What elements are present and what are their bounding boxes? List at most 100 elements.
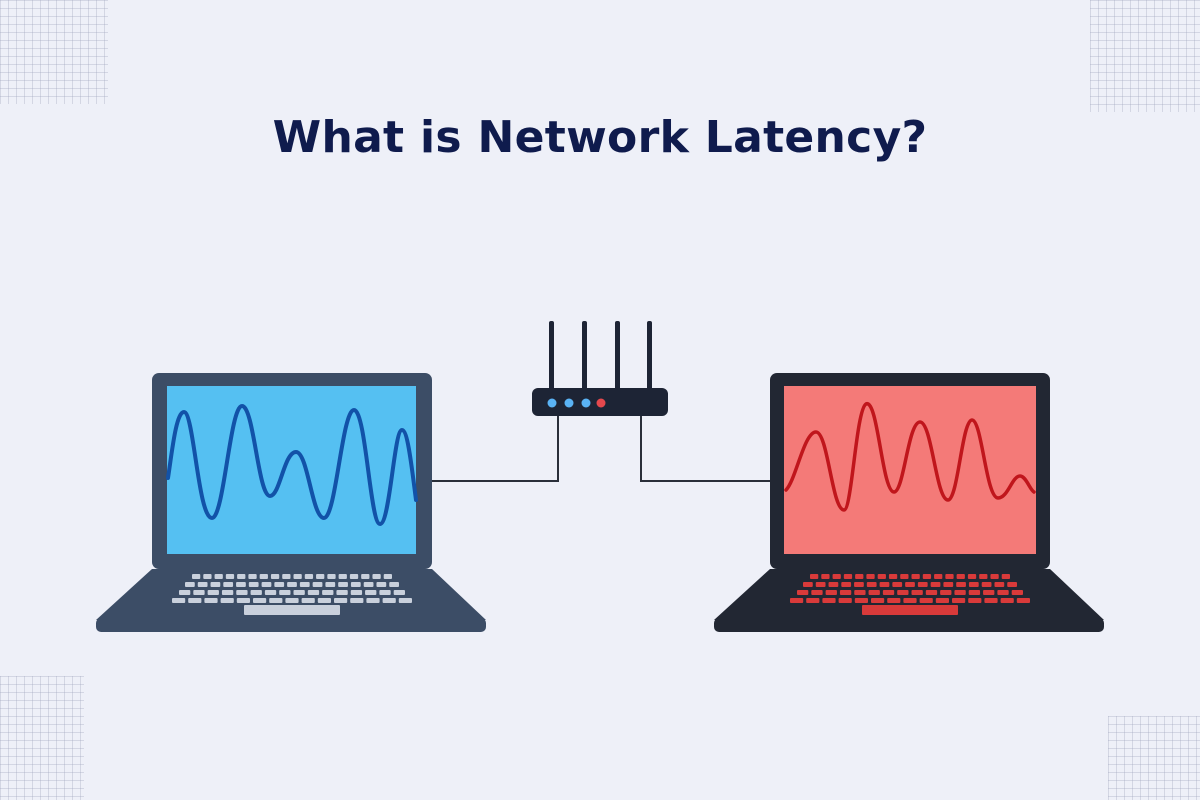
keyboard-key	[828, 582, 839, 587]
keyboard-key	[236, 590, 248, 595]
keyboard-key	[981, 582, 992, 587]
keyboard-key	[274, 582, 285, 587]
keyboard-key	[188, 598, 202, 603]
keyboard-key	[821, 574, 830, 579]
keyboard-key	[382, 598, 396, 603]
right-laptop-base	[714, 569, 1104, 620]
keyboard-key	[221, 590, 234, 595]
keyboard-key	[350, 598, 364, 603]
keyboard-key	[841, 582, 852, 587]
keyboard-key	[871, 598, 885, 603]
keyboard-key	[398, 598, 412, 603]
keyboard-key	[990, 574, 999, 579]
keyboard-key	[197, 582, 208, 587]
keyboard-key	[207, 590, 219, 595]
keyboard-key	[882, 590, 895, 595]
left-laptop-base	[96, 569, 486, 620]
keyboard-key	[1011, 590, 1023, 595]
left-laptop-keyboard	[172, 574, 412, 615]
keyboard-key	[815, 582, 826, 587]
keyboard-key	[372, 574, 381, 579]
keyboard-key	[237, 574, 246, 579]
left-cable	[430, 412, 559, 482]
right-signal-wave	[784, 402, 1036, 512]
keyboard-key	[261, 582, 272, 587]
keyboard-key	[825, 590, 837, 595]
keyboard-key	[185, 582, 195, 587]
keyboard-key	[934, 574, 943, 579]
keyboard-key	[887, 598, 901, 603]
router-antenna	[615, 321, 620, 391]
keyboard-key	[338, 574, 347, 579]
grid-decoration-top-right	[1090, 0, 1200, 112]
keyboard-key	[270, 574, 280, 579]
keyboard-key	[393, 590, 405, 595]
keyboard-key	[172, 598, 186, 603]
keyboard-key	[1016, 598, 1030, 603]
keyboard-key	[293, 590, 305, 595]
keyboard-key	[236, 582, 246, 587]
keyboard-key	[854, 590, 866, 595]
keyboard-key	[806, 598, 820, 603]
keyboard-key	[790, 598, 804, 603]
keyboard-key	[192, 574, 201, 579]
keyboard-key	[304, 574, 314, 579]
keyboard-key	[312, 582, 323, 587]
page-title: What is Network Latency?	[272, 112, 928, 163]
keyboard-key	[322, 590, 334, 595]
keyboard-key	[922, 574, 932, 579]
keyboard-key	[877, 574, 886, 579]
keyboard-key	[203, 574, 212, 579]
keyboard-key	[285, 598, 299, 603]
right-laptop-screen	[784, 386, 1036, 554]
router-icon	[532, 321, 668, 416]
keyboard-key	[366, 598, 380, 603]
grid-decoration-bottom-left	[0, 676, 84, 800]
trackpad	[862, 605, 958, 615]
keyboard-key	[325, 582, 336, 587]
keyboard-key	[282, 574, 291, 579]
keyboard-key	[338, 582, 348, 587]
keyboard-key	[223, 582, 234, 587]
keyboard-key	[838, 598, 852, 603]
keyboard-key	[954, 590, 966, 595]
router-led-blue	[547, 398, 557, 408]
router-led-red	[596, 398, 606, 408]
keyboard-key	[832, 574, 841, 579]
keyboard-key	[888, 574, 898, 579]
keyboard-key	[383, 574, 392, 579]
keyboard-key	[349, 574, 359, 579]
keyboard-key	[279, 590, 291, 595]
keyboard-key	[350, 582, 361, 587]
keyboard-key	[968, 598, 982, 603]
keyboard-key	[264, 590, 277, 595]
keyboard-key	[350, 590, 363, 595]
keyboard-key	[822, 598, 836, 603]
keyboard-key	[879, 582, 890, 587]
keyboard-key	[363, 582, 374, 587]
keyboard-key	[236, 598, 250, 603]
keyboard-key	[301, 598, 315, 603]
keyboard-key	[287, 582, 297, 587]
router-led-blue	[581, 398, 591, 408]
keyboard-key	[248, 574, 257, 579]
keyboard-key	[956, 574, 965, 579]
keyboard-key	[854, 598, 868, 603]
keyboard-key	[968, 590, 981, 595]
keyboard-key	[365, 590, 377, 595]
keyboard-key	[379, 590, 391, 595]
right-laptop-keyboard	[790, 574, 1030, 615]
keyboard-key	[269, 598, 283, 603]
router-antenna	[549, 321, 554, 391]
keyboard-key	[952, 598, 966, 603]
keyboard-key	[1001, 574, 1010, 579]
keyboard-key	[843, 574, 853, 579]
left-laptop-screen	[167, 386, 416, 554]
keyboard-key	[994, 582, 1005, 587]
keyboard-key	[983, 590, 995, 595]
keyboard-key	[220, 598, 234, 603]
keyboard-key	[248, 582, 259, 587]
keyboard-key	[376, 582, 387, 587]
keyboard-key	[868, 590, 880, 595]
